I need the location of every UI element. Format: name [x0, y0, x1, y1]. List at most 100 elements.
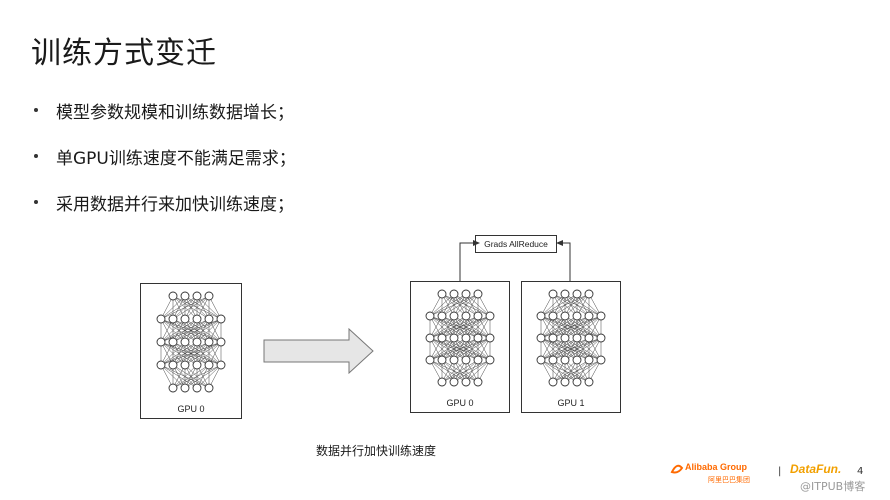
net-edge — [576, 337, 602, 361]
net-edge — [429, 293, 455, 317]
net-edge — [160, 318, 186, 343]
slide-title: 训练方式变迁 — [31, 36, 217, 71]
net-node — [584, 355, 594, 365]
net-node — [156, 337, 166, 347]
net-node — [204, 314, 214, 324]
net-node — [204, 337, 214, 347]
allreduce-connectors — [459, 240, 571, 282]
net-edge — [429, 315, 479, 339]
net-node — [485, 333, 495, 343]
net-node — [473, 333, 483, 343]
net-edge — [160, 341, 198, 366]
net-edge — [540, 337, 578, 361]
net-node — [180, 337, 190, 347]
net-edge — [564, 315, 602, 339]
net-edge — [172, 341, 222, 366]
datafun-brand: DataFun. — [790, 462, 842, 476]
net-node — [180, 291, 190, 301]
watermark: @ITPUB博客 — [800, 480, 866, 493]
neural-net-icon — [425, 289, 495, 387]
net-edge — [552, 315, 602, 339]
net-node — [473, 289, 483, 299]
net-edge — [453, 337, 491, 361]
net-edge — [540, 315, 590, 339]
transition-arrow-icon — [263, 328, 374, 374]
net-edge — [172, 364, 198, 389]
net-edge — [160, 295, 210, 320]
net-node — [204, 383, 214, 393]
net-edge — [160, 295, 198, 320]
net-edge — [429, 337, 467, 361]
net-edge — [429, 293, 467, 317]
net-edge — [540, 315, 566, 339]
gpu0-box: GPU 0 — [410, 281, 510, 413]
diagram-caption: 数据并行加快训练速度 — [316, 444, 437, 458]
net-node — [584, 377, 594, 387]
net-node — [560, 333, 570, 343]
net-edge — [564, 337, 602, 361]
bullet-dot-icon — [34, 154, 38, 158]
net-node — [449, 311, 459, 321]
single-gpu-box: GPU 0 — [140, 283, 242, 419]
net-node — [437, 377, 447, 387]
net-edge — [441, 293, 479, 317]
net-edge — [540, 293, 578, 317]
gpu-label: GPU 0 — [177, 404, 205, 414]
net-edge — [441, 359, 479, 383]
net-node — [204, 360, 214, 370]
net-node — [192, 291, 202, 301]
net-edge — [429, 315, 467, 339]
net-edge — [172, 364, 222, 389]
net-edge — [552, 337, 602, 361]
net-edge — [465, 337, 491, 361]
gpu-label: GPU 1 — [557, 398, 585, 408]
net-edge — [453, 293, 479, 317]
net-node — [192, 383, 202, 393]
net-edge — [429, 337, 455, 361]
net-node — [560, 311, 570, 321]
net-edge — [552, 359, 602, 383]
net-node — [572, 333, 582, 343]
net-node — [596, 333, 606, 343]
net-node — [461, 355, 471, 365]
net-node — [180, 360, 190, 370]
net-edge — [429, 315, 455, 339]
net-node — [216, 337, 226, 347]
net-edge — [184, 341, 222, 366]
net-node — [584, 289, 594, 299]
net-node — [425, 333, 435, 343]
bullet-item: 模型参数规模和训练数据增长； — [30, 98, 296, 123]
net-node — [216, 314, 226, 324]
neural-net-icon — [156, 291, 226, 393]
footer-separator: | — [778, 466, 782, 477]
net-node — [548, 377, 558, 387]
net-edge — [429, 337, 479, 361]
net-edge — [184, 318, 222, 343]
net-node — [596, 311, 606, 321]
net-node — [449, 289, 459, 299]
net-edge — [576, 315, 602, 339]
net-edge — [172, 318, 222, 343]
net-node — [204, 291, 214, 301]
net-edge — [196, 364, 222, 389]
net-edge — [453, 359, 491, 383]
net-node — [425, 311, 435, 321]
net-node — [548, 355, 558, 365]
net-node — [473, 311, 483, 321]
net-node — [584, 311, 594, 321]
net-edge — [160, 341, 210, 366]
net-edge — [196, 341, 222, 366]
net-edge — [540, 293, 590, 317]
net-edge — [160, 295, 186, 320]
net-edge — [160, 318, 210, 343]
net-node — [168, 360, 178, 370]
net-node — [449, 377, 459, 387]
net-node — [437, 355, 447, 365]
net-edge — [441, 359, 467, 383]
net-edge — [564, 359, 602, 383]
net-node — [473, 377, 483, 387]
net-node — [180, 314, 190, 324]
net-node — [425, 355, 435, 365]
net-node — [548, 289, 558, 299]
net-edge — [564, 293, 590, 317]
